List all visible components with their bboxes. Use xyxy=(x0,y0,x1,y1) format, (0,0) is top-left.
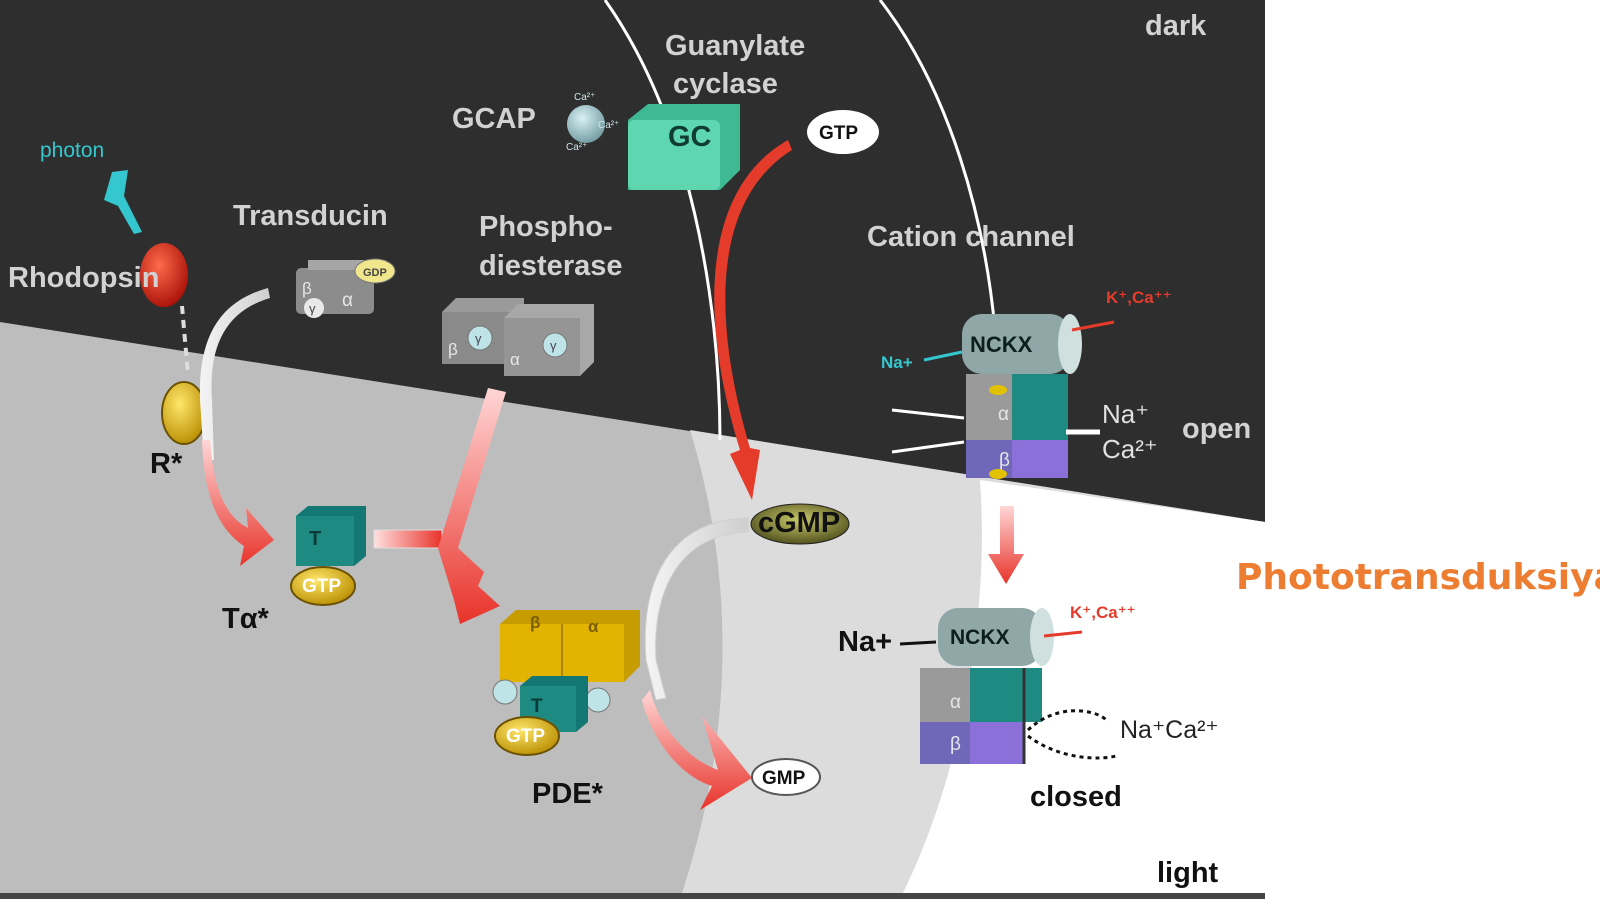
gcap-molecule xyxy=(567,105,605,143)
pde-active-gtp-label: GTP xyxy=(506,726,545,747)
label-na-open: Na+ xyxy=(881,353,913,372)
open-na-arrow xyxy=(923,350,963,362)
label-gc: GC xyxy=(668,121,712,153)
t-alpha-letter: T xyxy=(309,528,321,550)
open-kca-arrow xyxy=(1071,320,1115,332)
label-nckx-open: NCKX xyxy=(970,332,1033,357)
label-kca-open: K⁺,Ca⁺⁺ xyxy=(1106,288,1172,307)
label-na-ion: Na⁺ xyxy=(1102,399,1149,429)
rhodopsin-molecule xyxy=(140,243,188,307)
label-pde-star: PDE* xyxy=(532,778,604,810)
label-transducin: Transducin xyxy=(233,200,388,232)
nckx-open: NCKX xyxy=(962,314,1082,374)
label-t-alpha-star: Tα* xyxy=(222,603,270,635)
guanylate-cyclase-block: GC xyxy=(628,104,740,190)
label-ca-ion: Ca²⁺ xyxy=(1102,434,1158,464)
disc-membrane-right xyxy=(900,480,1265,899)
open-to-closed-arrow xyxy=(988,506,1024,584)
cation-channel-closed: α β xyxy=(920,668,1042,764)
transducin-beta: β xyxy=(302,279,312,298)
talpha-to-pde-arrow xyxy=(373,529,443,549)
gcap-ca-3: Ca²⁺ xyxy=(566,142,587,153)
open-channel-beta: β xyxy=(999,450,1010,471)
membrane-line-left xyxy=(603,0,722,441)
label-gtp-free: GTP xyxy=(819,123,858,144)
t-alpha-gtp-complex: T GTP xyxy=(290,506,366,606)
label-nckx-closed: NCKX xyxy=(950,626,1010,649)
pde-gamma-1: γ xyxy=(475,331,482,346)
label-photon: photon xyxy=(40,139,104,162)
pde-active-alpha: α xyxy=(588,617,599,636)
label-open: open xyxy=(1182,413,1251,445)
gcap-ca-1: Ca²⁺ xyxy=(574,92,595,103)
open-ion-flow-arrow-2 xyxy=(891,440,965,454)
pde-inactive-complex: γ γ β α xyxy=(442,298,594,376)
transducin-to-rstar-arrow xyxy=(199,288,270,460)
label-kca-closed: K⁺,Ca⁺⁺ xyxy=(1070,603,1136,622)
transducin-alpha: α xyxy=(342,290,353,311)
pde-activation-arrow xyxy=(438,388,506,624)
rhodopsin-activation-dash xyxy=(180,305,190,376)
label-gmp: GMP xyxy=(762,768,806,789)
transducin-gamma: γ xyxy=(309,301,316,316)
gcap-ca-2: Ca²⁺ xyxy=(598,120,619,131)
label-phosphodiesterase-1: Phospho- xyxy=(479,211,613,243)
label-cgmp: cGMP xyxy=(758,507,840,539)
gtp-to-cgmp-arrow xyxy=(714,140,792,500)
label-phosphodiesterase-2: diesterase xyxy=(479,250,623,282)
pde-active-t: T xyxy=(531,696,543,717)
label-na-closed: Na+ xyxy=(838,626,892,658)
gmp-molecule xyxy=(751,758,821,796)
label-na-ca-closed: Na⁺Ca²⁺ xyxy=(1120,716,1219,744)
rstar-to-talpha-arrow xyxy=(202,440,274,566)
label-light: light xyxy=(1157,857,1219,889)
label-cyclase: cyclase xyxy=(673,68,778,100)
label-closed: closed xyxy=(1030,781,1122,813)
pde-beta: β xyxy=(448,340,458,359)
cgmp-to-gmp-arrow-gray xyxy=(644,517,749,701)
open-ion-flow-arrow-1 xyxy=(891,408,965,420)
pde-gamma-2: γ xyxy=(550,338,557,353)
membrane-line-right xyxy=(878,0,997,331)
cgmp-to-gmp-arrow-red xyxy=(642,690,752,810)
closed-ion-blocked-arrow xyxy=(1026,709,1117,760)
r-star-molecule xyxy=(161,381,207,445)
pde-active-beta: β xyxy=(530,613,540,632)
label-cation-channel: Cation channel xyxy=(867,221,1075,253)
pde-active-complex: β α T GTP xyxy=(492,610,640,756)
label-rhodopsin: Rhodopsin xyxy=(8,262,159,294)
cation-channel-open: α β xyxy=(966,374,1068,479)
closed-na-arrow xyxy=(899,640,937,646)
gtp-molecule xyxy=(807,110,879,154)
nckx-closed: NCKX xyxy=(938,608,1054,666)
cgmp-molecule xyxy=(750,503,850,545)
closed-kca-arrow xyxy=(1043,630,1083,638)
label-r-star: R* xyxy=(150,448,183,480)
t-alpha-gtp-label: GTP xyxy=(302,576,341,597)
pde-alpha: α xyxy=(510,350,520,369)
phototransduction-diagram: dark light open closed photon Rhodopsin … xyxy=(0,0,1265,899)
closed-channel-beta: β xyxy=(950,734,961,755)
transducin-complex: GDP β α γ xyxy=(296,258,396,318)
open-channel-alpha: α xyxy=(998,404,1009,425)
photon-lightning-icon xyxy=(104,170,142,234)
closed-channel-alpha: α xyxy=(950,692,961,713)
label-guanylate: Guanylate xyxy=(665,30,805,62)
slide-title: Phototransduksiya xyxy=(1236,557,1600,598)
label-gdp: GDP xyxy=(363,267,387,279)
label-gcap: GCAP xyxy=(452,103,536,135)
label-dark: dark xyxy=(1145,10,1207,42)
